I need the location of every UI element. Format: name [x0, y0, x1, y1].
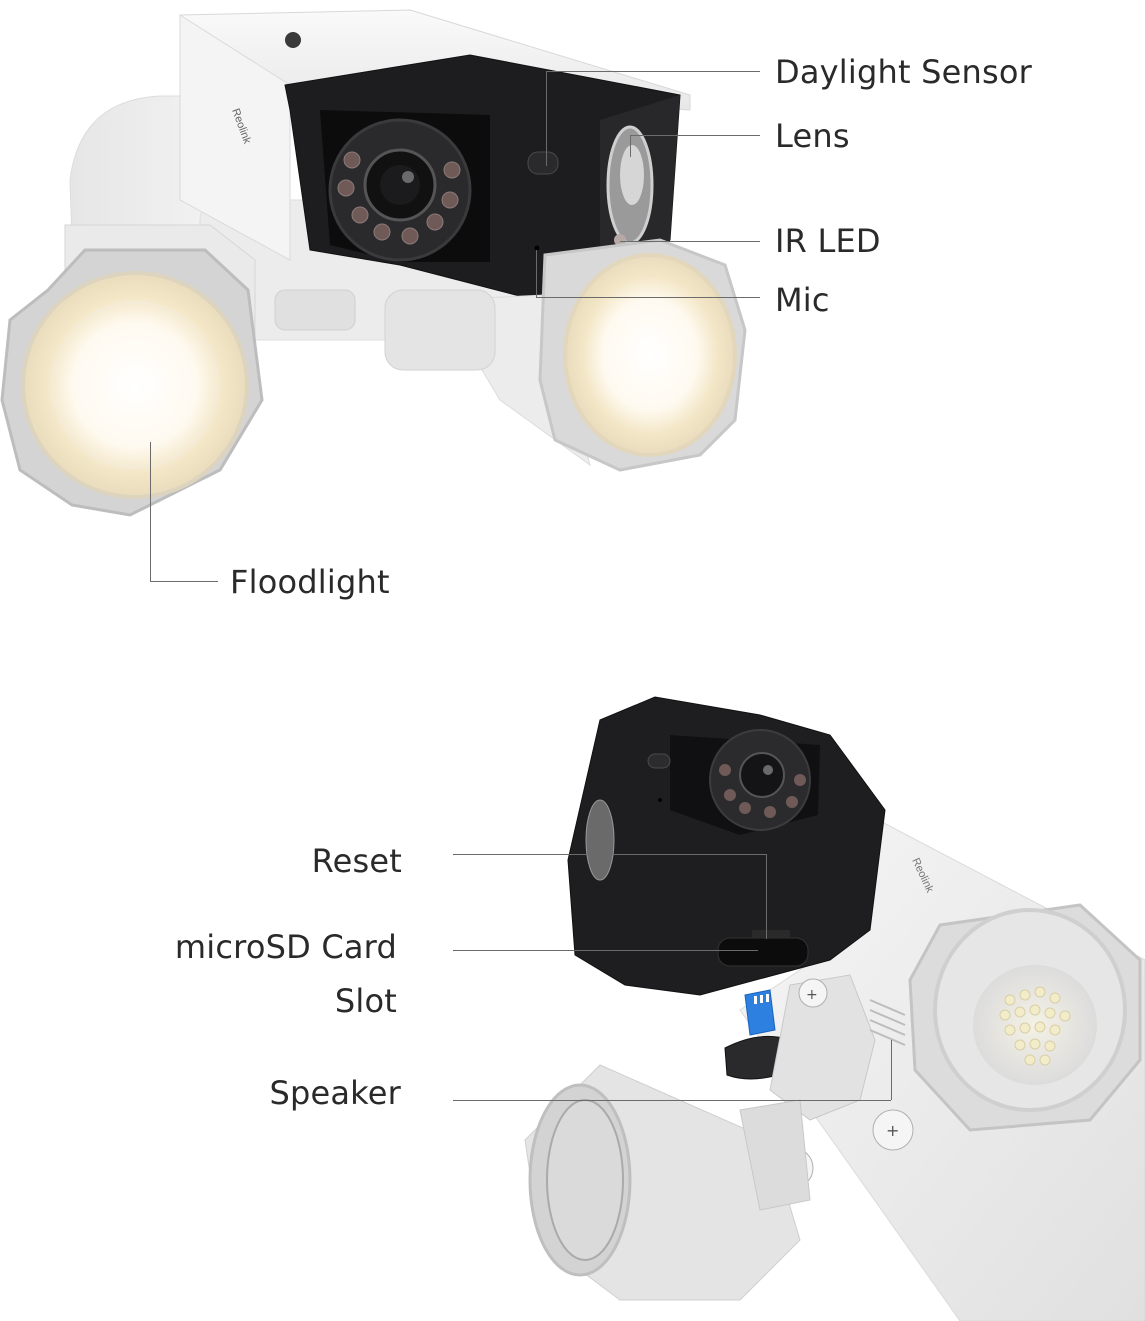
callout-lens: Lens [775, 117, 850, 155]
leader-ir-led [620, 241, 760, 242]
callout-microsd-line1: microSD Card [174, 928, 397, 966]
left-floodlight [0, 224, 264, 517]
camera-head-bottom [567, 696, 886, 996]
callout-mic: Mic [775, 281, 830, 319]
microsd-card [744, 989, 776, 1036]
callout-floodlight: Floodlight [230, 563, 390, 601]
svg-text:+: + [886, 1121, 899, 1140]
left-floodlight-bottom [524, 1064, 811, 1301]
leader-lens-h [630, 135, 760, 136]
leader-floodlight-v [150, 442, 151, 581]
leader-reset-v [766, 854, 767, 939]
leader-daylight-sensor-h [546, 71, 760, 72]
callout-speaker: Speaker [269, 1074, 401, 1112]
callout-microsd-line2: Slot [334, 982, 397, 1020]
callout-ir-led: IR LED [775, 222, 881, 260]
leader-reset-h [453, 854, 766, 855]
leader-mic-h [536, 297, 760, 298]
bottom-camera-illustration: Reolink [524, 696, 1145, 1321]
callout-daylight-sensor: Daylight Sensor [775, 53, 1032, 91]
leader-speaker-v [891, 1040, 892, 1100]
right-floodlight-bottom [908, 903, 1142, 1132]
svg-text:+: + [806, 987, 818, 1003]
center-bracket [274, 289, 496, 371]
top-camera-illustration: Reolink [0, 9, 747, 517]
leader-floodlight-h [150, 581, 218, 582]
leader-microsd [453, 950, 758, 951]
leader-mic-v [536, 250, 537, 297]
leader-lens-v [630, 135, 631, 157]
leader-daylight-sensor-v [546, 71, 547, 166]
leader-speaker-h [453, 1100, 891, 1101]
callout-reset: Reset [311, 842, 402, 880]
camera-head [284, 54, 681, 301]
